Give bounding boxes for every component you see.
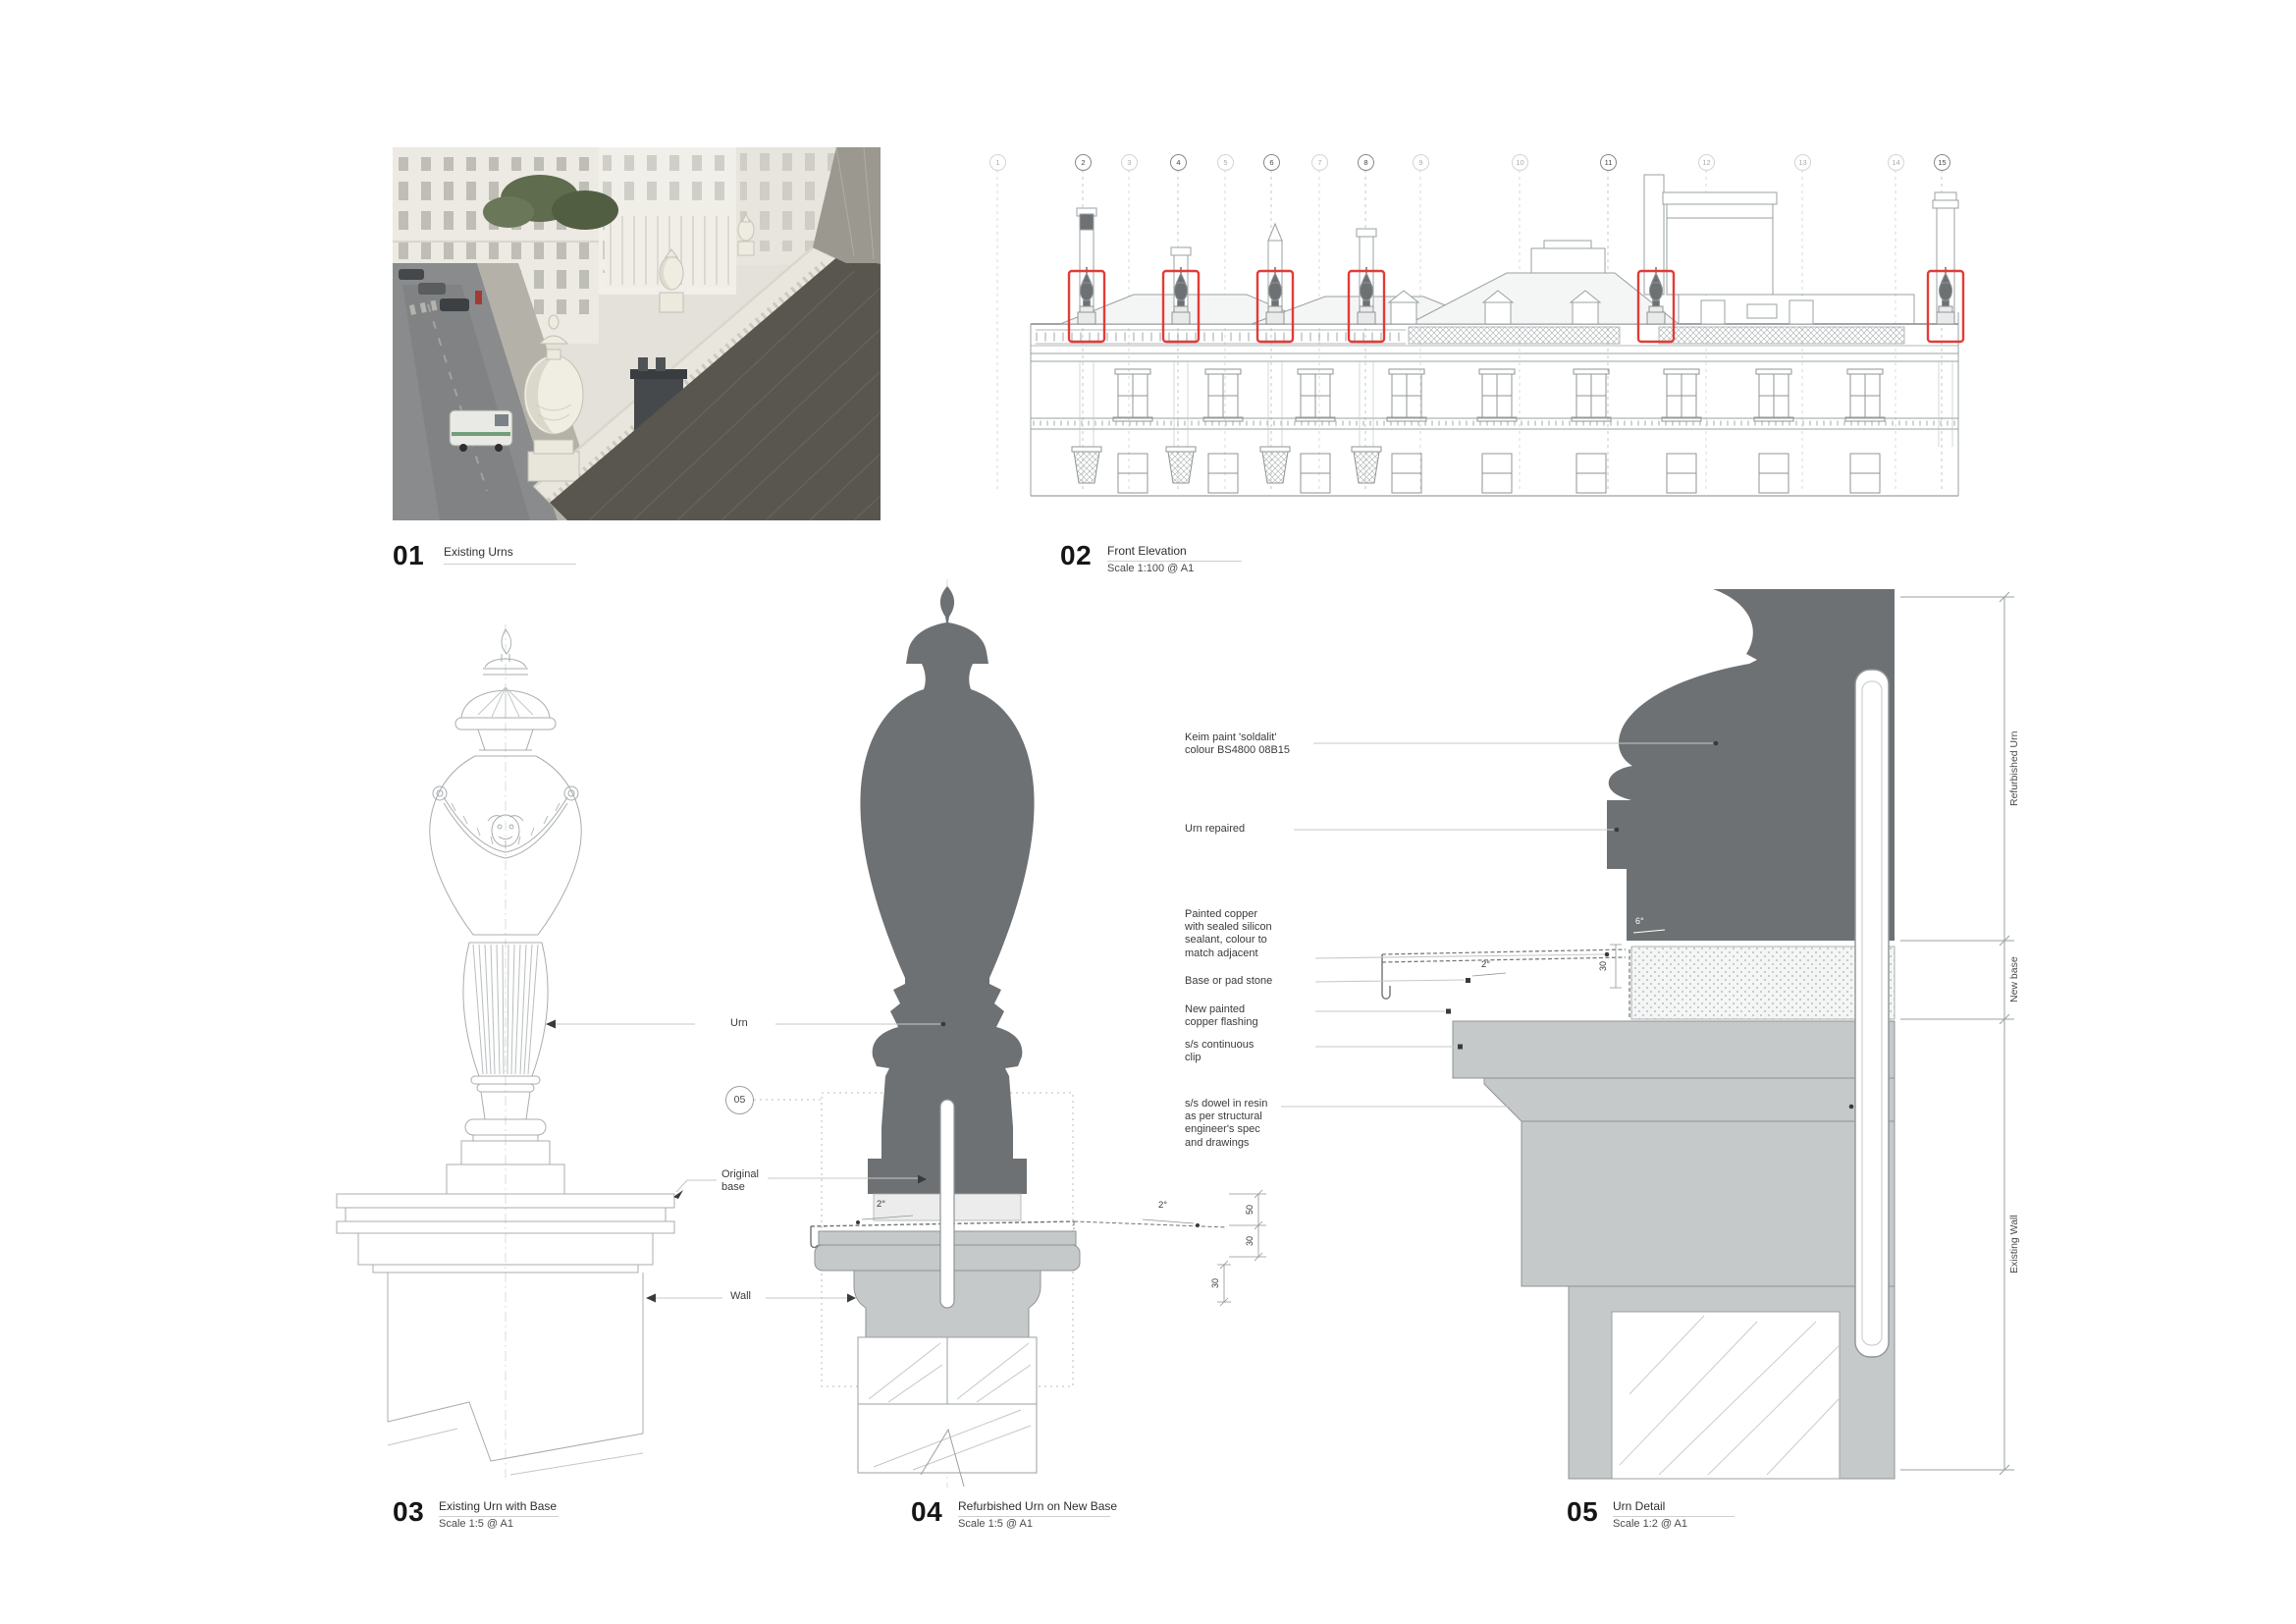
dim-6deg: 6° bbox=[1635, 916, 1644, 926]
van bbox=[449, 409, 513, 452]
photo-urn-mid bbox=[659, 248, 684, 313]
grid-bubble-11: 11 bbox=[1600, 154, 1617, 171]
panel-02-number: 02 bbox=[1060, 540, 1093, 570]
wall-label: Wall bbox=[730, 1290, 751, 1302]
grid-bubble-12: 12 bbox=[1698, 154, 1715, 171]
callout-keim-paint: Keim paint 'soldalit' colour BS4800 08B1… bbox=[1185, 731, 1291, 757]
grid-bubble-4: 4 bbox=[1170, 154, 1187, 171]
detail-ref-bubble: 05 bbox=[725, 1086, 754, 1114]
panel-05-scale: Scale 1:2 @ A1 bbox=[1613, 1518, 1687, 1530]
panel-02-scale: Scale 1:100 @ A1 bbox=[1107, 563, 1195, 574]
panel-04-underline bbox=[958, 1516, 1110, 1517]
callout-painted-copper: Painted copper with sealed silicon seala… bbox=[1185, 908, 1272, 959]
photo-urn-far bbox=[737, 212, 755, 256]
dim-slope-right: 2° bbox=[1158, 1200, 1168, 1211]
callout-base-pad-stone: Base or pad stone bbox=[1185, 975, 1273, 987]
side-label-new-base: New base bbox=[2008, 956, 2020, 1003]
grid-bubble-9: 9 bbox=[1413, 154, 1429, 171]
existing-urn-drawing bbox=[336, 624, 675, 1478]
panel-02-underline bbox=[1107, 561, 1242, 562]
panel-04-number: 04 bbox=[911, 1496, 943, 1527]
side-label-existing-wall: Existing Wall bbox=[2008, 1215, 2020, 1274]
photo-urn-foreground bbox=[523, 314, 584, 482]
dim-slope-left: 2° bbox=[877, 1199, 886, 1210]
panel-04-scale: Scale 1:5 @ A1 bbox=[958, 1518, 1033, 1530]
urn-label: Urn bbox=[730, 1017, 748, 1029]
dim-30-upper: 30 bbox=[1245, 1236, 1255, 1247]
panel-05-number: 05 bbox=[1567, 1496, 1599, 1527]
callout-continuous-clip: s/s continuous clip bbox=[1185, 1039, 1255, 1064]
panel-03-title: Existing Urn with Base bbox=[439, 1499, 558, 1513]
panel-01-number: 01 bbox=[393, 540, 425, 570]
panel-02-title: Front Elevation bbox=[1107, 544, 1187, 558]
callout-copper-flashing: New painted copper flashing bbox=[1185, 1003, 1258, 1029]
panel-03-number: 03 bbox=[393, 1496, 425, 1527]
grid-bubble-5: 5 bbox=[1217, 154, 1234, 171]
dim-30-lower: 30 bbox=[1210, 1278, 1220, 1289]
dim-detail-30: 30 bbox=[1598, 961, 1608, 972]
grid-bubble-7: 7 bbox=[1311, 154, 1328, 171]
grid-bubble-2: 2 bbox=[1075, 154, 1092, 171]
front-elevation-drawing bbox=[996, 170, 1965, 497]
callout-urn-repaired: Urn repaired bbox=[1185, 823, 1246, 835]
original-base-label: Original base bbox=[721, 1168, 759, 1194]
panel-01-underline bbox=[444, 564, 576, 565]
panel-01-title: Existing Urns bbox=[444, 545, 513, 559]
dim-50: 50 bbox=[1245, 1205, 1255, 1216]
panel-03-underline bbox=[439, 1516, 559, 1517]
callout-dowel: s/s dowel in resin as per structural eng… bbox=[1185, 1098, 1268, 1149]
grid-bubble-8: 8 bbox=[1358, 154, 1374, 171]
panel-03-scale: Scale 1:5 @ A1 bbox=[439, 1518, 513, 1530]
side-label-refurbished-urn: Refurbished Urn bbox=[2008, 731, 2020, 807]
grid-bubble-14: 14 bbox=[1888, 154, 1904, 171]
site-photo bbox=[393, 147, 881, 520]
annotation-leaders bbox=[546, 740, 1854, 1303]
panel-04-title: Refurbished Urn on New Base bbox=[958, 1499, 1118, 1513]
panel-05-underline bbox=[1613, 1516, 1735, 1517]
grid-bubble-10: 10 bbox=[1512, 154, 1528, 171]
urn-detail-drawing bbox=[1381, 589, 2014, 1480]
grid-bubble-15: 15 bbox=[1934, 154, 1950, 171]
grid-bubble-13: 13 bbox=[1794, 154, 1811, 171]
dim-2deg-detail: 2° bbox=[1481, 959, 1491, 970]
grid-bubble-6: 6 bbox=[1263, 154, 1280, 171]
urn-highlight-boxes bbox=[1067, 269, 1965, 344]
panel-05-title: Urn Detail bbox=[1613, 1499, 1666, 1513]
grid-bubble-3: 3 bbox=[1121, 154, 1138, 171]
refurbished-urn-drawing bbox=[754, 579, 1266, 1488]
grid-bubble-1: 1 bbox=[989, 154, 1006, 171]
